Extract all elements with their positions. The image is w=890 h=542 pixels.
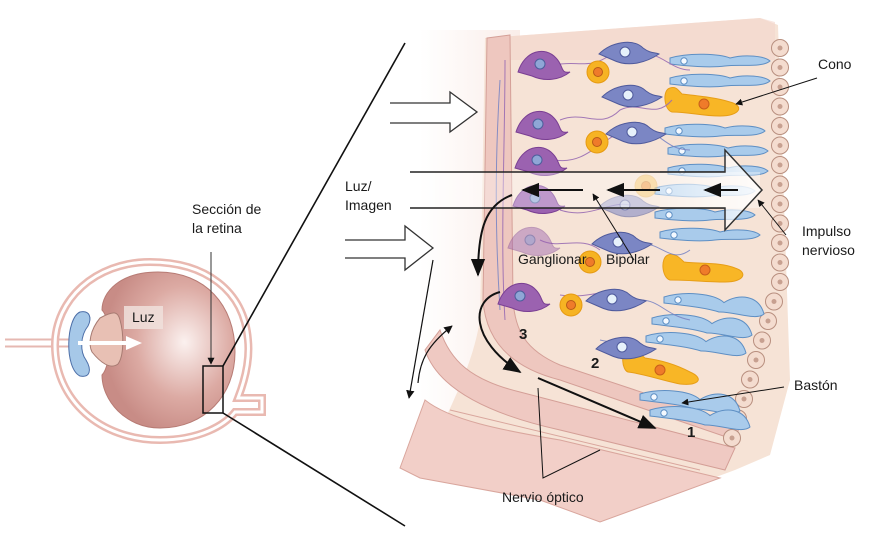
horizontal-nucleus — [585, 257, 595, 267]
horizontal-cells — [559, 60, 658, 317]
optic-nerve-pointer — [537, 387, 601, 479]
pigment-nucleus — [753, 357, 759, 363]
pigment-nucleus — [777, 123, 783, 129]
retina-tissue — [399, 18, 790, 523]
rod-cell — [669, 53, 771, 68]
rod-nucleus — [660, 409, 668, 417]
label-nerve-impulse-line2: nervioso — [802, 242, 855, 258]
rod-cell — [649, 406, 751, 431]
eyeball — [5, 252, 266, 445]
pigment-nucleus — [777, 201, 783, 207]
pigment-nucleus — [747, 377, 753, 382]
ganglion-nucleus — [531, 154, 543, 166]
bipolar-pointer — [592, 193, 635, 261]
ganglion-nucleus — [514, 290, 526, 302]
rod-nucleus — [665, 211, 673, 219]
rod-cell — [659, 227, 761, 242]
pigment-nucleus — [771, 299, 777, 304]
light-input-arrows — [345, 90, 479, 272]
ganglion-nucleus — [524, 234, 536, 246]
bipolar-nucleus — [616, 341, 628, 353]
label-cone: Cono — [818, 56, 852, 72]
rod-cell — [669, 73, 771, 88]
label-light-image-line1: Luz/ — [345, 178, 372, 194]
horizontal-nucleus — [592, 137, 602, 147]
rod-cell — [663, 293, 765, 318]
rod-nucleus — [670, 231, 678, 239]
pigment-nucleus — [777, 65, 783, 70]
bipolar-nucleus — [626, 126, 638, 138]
horizontal-cell — [634, 174, 658, 198]
ganglion-nucleus — [534, 58, 546, 70]
layer-number-2: 2 — [591, 355, 600, 372]
label-optic-nerve: Nervio óptico — [502, 489, 584, 505]
layer-number-3: 3 — [519, 326, 528, 343]
label-retina-section-line2: la retina — [192, 220, 242, 236]
horizontal-nucleus — [566, 300, 576, 310]
pigment-nucleus — [777, 279, 783, 285]
lens — [89, 312, 124, 367]
pigment-nucleus — [777, 45, 783, 51]
layer-number-1: 1 — [687, 424, 696, 441]
pigment-nucleus — [777, 104, 783, 109]
pigment-nucleus — [729, 435, 735, 441]
rod-nucleus — [674, 296, 682, 304]
zoom-line-top — [222, 42, 406, 367]
cones — [622, 87, 744, 385]
rod-nucleus — [675, 127, 683, 135]
rod-nucleus — [650, 393, 658, 401]
label-light-image-line2: Imagen — [345, 197, 392, 213]
rod-pointer — [681, 386, 785, 406]
rod-cell — [651, 314, 753, 339]
ganglion-cell — [507, 226, 561, 256]
label-light-eye: Luz — [124, 306, 163, 329]
ganglion-cells — [497, 50, 571, 312]
retina-section-box — [202, 365, 224, 414]
horizontal-nucleus — [593, 67, 603, 77]
label-light-image: Luz/ Imagen — [345, 177, 392, 215]
label-retina-section: Sección de la retina — [192, 200, 261, 238]
label-retina-section-line1: Sección de — [192, 201, 262, 217]
bipolar-nucleus — [612, 236, 624, 248]
signal-arrows — [470, 182, 738, 429]
pigment-nucleus — [777, 143, 783, 148]
pigment-nucleus — [777, 182, 783, 187]
pigment-nucleus — [777, 221, 783, 226]
bipolar-cells — [585, 41, 667, 360]
pigment-nucleus — [759, 338, 765, 343]
pigment-nucleus — [777, 162, 783, 168]
pigment-epithelium — [723, 39, 789, 447]
rod-nucleus — [680, 57, 688, 65]
bipolar-nucleus — [619, 46, 631, 58]
pigment-nucleus — [777, 84, 783, 90]
bipolar-nucleus — [606, 293, 618, 305]
rod-nucleus — [662, 317, 670, 325]
pigment-nucleus — [741, 396, 747, 402]
bipolar-nucleus — [622, 89, 634, 101]
pigment-nucleus — [777, 240, 783, 246]
rod-nucleus — [656, 335, 664, 343]
optic-nerve — [424, 328, 736, 471]
rod-cell — [664, 123, 766, 138]
impulse-pointer — [757, 199, 787, 236]
pigment-nucleus — [777, 260, 783, 265]
rod-nucleus — [680, 77, 688, 85]
label-nerve-impulse: Impulso nervioso — [802, 222, 855, 260]
rod-cell — [645, 332, 747, 357]
cone-pointer — [735, 77, 818, 106]
ganglion-nucleus — [532, 118, 544, 130]
label-rod: Bastón — [794, 377, 838, 393]
label-ganglion: Ganglionar — [518, 251, 587, 267]
zoom-line-bottom — [222, 412, 406, 527]
label-bipolar: Bipolar — [606, 251, 650, 267]
pigment-nucleus — [765, 318, 771, 324]
rod-cell — [667, 143, 769, 158]
label-nerve-impulse-line1: Impulso — [802, 223, 852, 239]
